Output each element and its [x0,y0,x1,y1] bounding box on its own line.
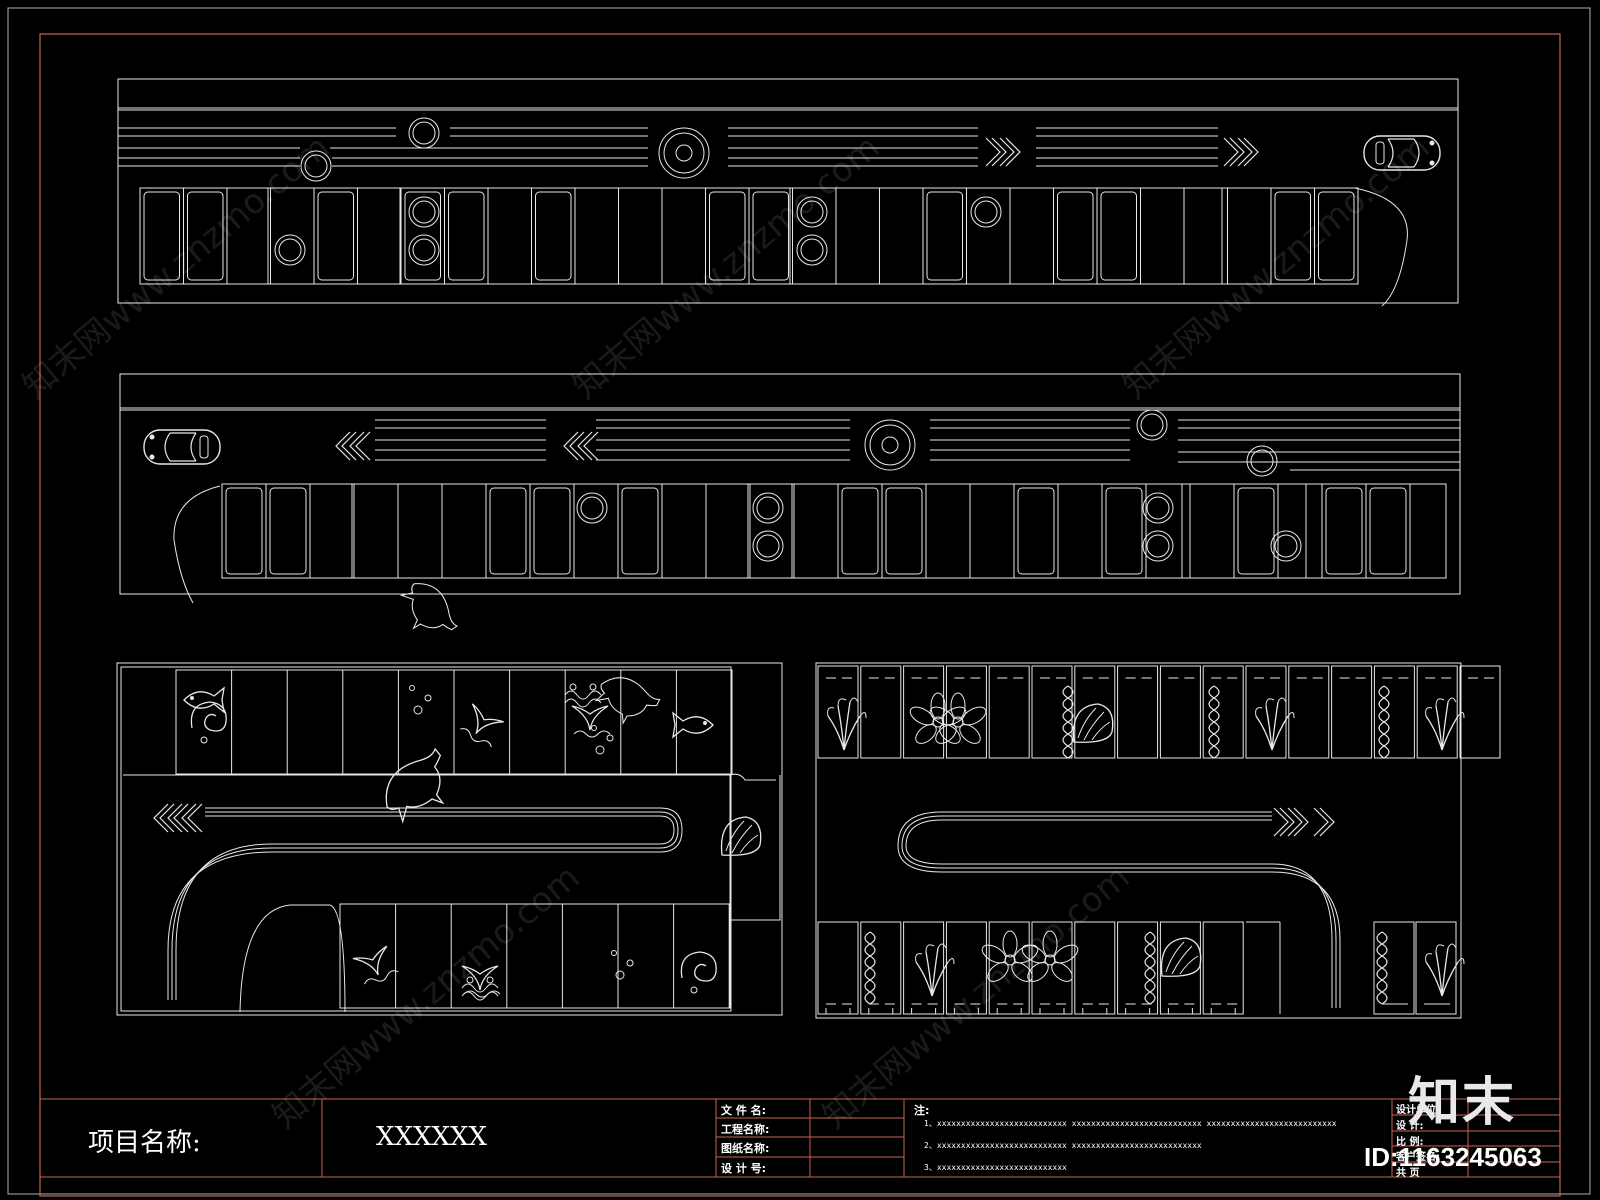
parking-plan-1 [117,78,1459,307]
watermark-id: ID:1163245063 [1364,1142,1542,1172]
right-label-total-pages: 共 页 [1396,1168,1420,1179]
chevron-arrow-icon [985,137,1007,167]
bubble-icon [409,685,432,715]
whale-tail-icon [456,703,506,751]
note-line: 1、xxxxxxxxxxxxxxxxxxxxxxxxxxx xxxxxxxxxx… [924,1119,1337,1128]
right-label-scale: 比 例: [1396,1137,1424,1148]
field-drawing-name: 图纸名称: [721,1142,770,1155]
watermark-logo: 知末 [1408,1073,1517,1133]
field-project-name: 工程名称: [721,1123,770,1136]
parking-plan-2 [119,373,1461,604]
note-line: 2、xxxxxxxxxxxxxxxxxxxxxxxxxxx xxxxxxxxxx… [924,1141,1202,1150]
right-label-design-unit: 设计单位: [1396,1105,1440,1116]
wave-icon [564,683,602,708]
car-icon [143,429,221,465]
project-name-label: 项目名称: [88,1128,201,1158]
notes-label: 注: [914,1104,930,1117]
field-design-number: 设 计 号: [721,1162,767,1175]
title-block-frame [39,1098,1561,1178]
flower-icon [906,692,970,748]
garden-theme-parking-plan [815,662,1501,1019]
field-file-name: 文 件 名: [721,1104,767,1117]
ocean-theme-parking-plan [116,574,783,1016]
right-label-client-signature: 客户签名: [1396,1152,1440,1163]
chevron-arrow-icon [1273,807,1295,837]
note-line: 3、xxxxxxxxxxxxxxxxxxxxxxxxxxx [924,1163,1067,1172]
dolphin-icon [372,747,460,826]
chevron-arrow-icon [153,803,175,833]
right-label-designer: 设 计: [1396,1121,1424,1132]
leaf-icon [826,697,867,751]
project-name-value: XXXXXX [376,1122,488,1152]
fish-icon [183,687,225,713]
